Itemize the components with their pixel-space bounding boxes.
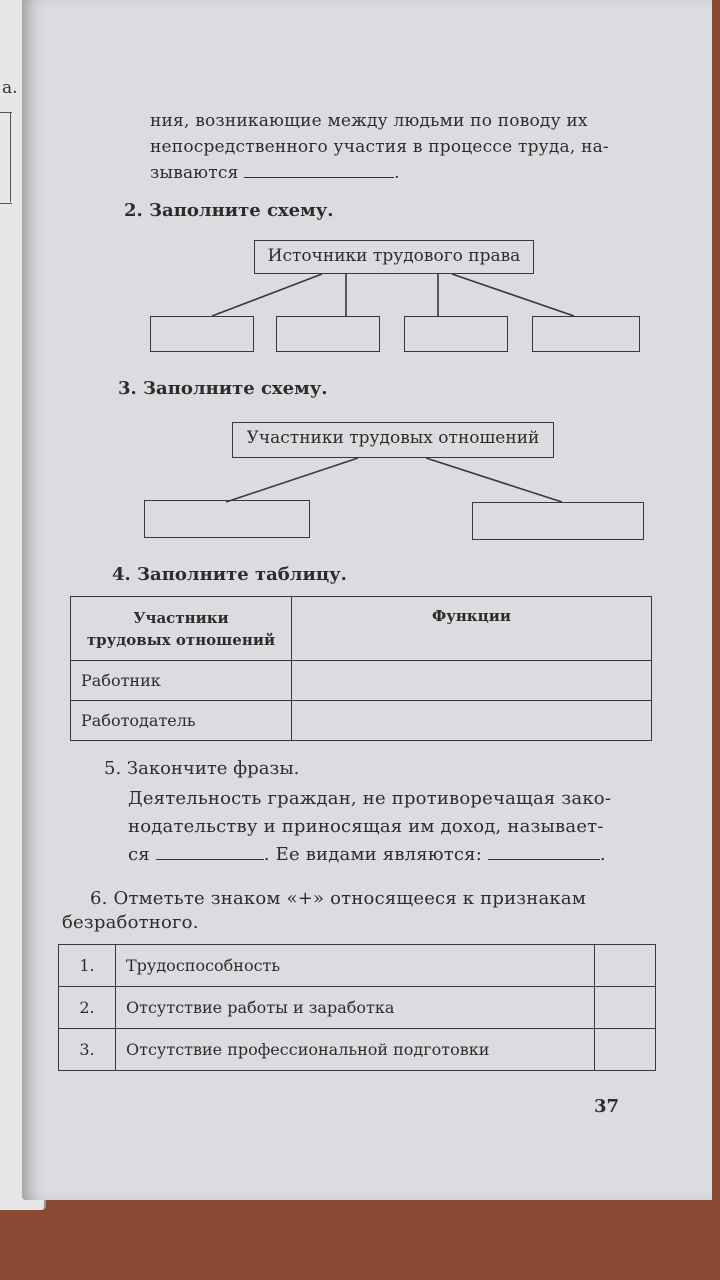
left-page-table-divider <box>10 112 11 202</box>
header-participants-line2: трудовых отношений <box>86 630 276 649</box>
task3-heading: 3. Заполните схему. <box>118 378 328 399</box>
intro-line-3: зываются . <box>150 160 400 186</box>
table-row-employee-functions[interactable] <box>291 660 652 701</box>
intro-line-3-end: . <box>394 163 400 183</box>
task5-line-3-mid: . Ее видами являются: <box>263 844 482 865</box>
row-2-mark-cell[interactable] <box>594 986 656 1029</box>
table-row-employee-label: Работник <box>70 660 292 701</box>
task4-heading: 4. Заполните таблицу. <box>112 564 347 585</box>
row-2-text: Отсутствие работы и заработка <box>115 986 595 1029</box>
unemployed-signs-table: 1. Трудоспособность 2. Отсутствие работы… <box>58 944 656 1071</box>
task5-line-3-start: ся <box>128 844 150 865</box>
header-participants-line1: Участники <box>133 608 229 627</box>
task2-answer-box-3[interactable] <box>404 316 508 352</box>
task3-answer-box-2[interactable] <box>472 502 644 540</box>
task5-line-2: нодательству и приносящая им доход, назы… <box>128 816 604 837</box>
table-row-employer-label: Работодатель <box>70 700 292 741</box>
sources-of-labor-law-box: Источники трудового права <box>254 240 534 274</box>
task2-answer-box-1[interactable] <box>150 316 254 352</box>
answer-blank-2[interactable] <box>155 843 264 860</box>
table-header-functions: Функции <box>291 596 652 661</box>
labor-relations-participants-box: Участники трудовых отношений <box>232 422 554 458</box>
table-row-employer-functions[interactable] <box>291 700 652 741</box>
functions-table: Участники трудовых отношений Функции Раб… <box>70 596 652 741</box>
task6-heading-line-2: безработного. <box>62 912 199 933</box>
row-1-mark-cell[interactable] <box>594 944 656 987</box>
left-page-fragment: а. <box>2 78 18 98</box>
intro-line-1: ния, возникающие между людьми по поводу … <box>150 111 588 131</box>
task5-line-3-end: . <box>599 844 606 865</box>
row-3-text: Отсутствие профессиональной подготовки <box>115 1028 595 1071</box>
task3-answer-box-1[interactable] <box>144 500 310 538</box>
intro-line-3-text: зываются <box>150 163 239 183</box>
task5-heading: 5. Закончите фразы. <box>104 758 300 779</box>
task2-answer-box-2[interactable] <box>276 316 380 352</box>
row-3-number: 3. <box>58 1028 116 1071</box>
task5-line-1: Деятельность граждан, не противоречащая … <box>128 788 612 809</box>
row-1-number: 1. <box>58 944 116 987</box>
task2-heading: 2. Заполните схему. <box>124 200 334 221</box>
intro-line-2: непосредственного участия в процессе тру… <box>150 137 609 157</box>
task5-line-3: ся . Ее видами являются: . <box>128 842 606 868</box>
answer-blank-1[interactable] <box>244 161 395 178</box>
table-header-participants: Участники трудовых отношений <box>70 596 292 661</box>
left-page-table-fragment <box>0 112 12 204</box>
textbook-page: ния, возникающие между людьми по поводу … <box>22 0 712 1200</box>
page-number: 37 <box>594 1096 620 1117</box>
task2-answer-box-4[interactable] <box>532 316 640 352</box>
answer-blank-3[interactable] <box>487 843 600 860</box>
task2-connector-lines <box>211 273 575 503</box>
row-3-mark-cell[interactable] <box>594 1028 656 1071</box>
row-1-text: Трудоспособность <box>115 944 595 987</box>
row-2-number: 2. <box>58 986 116 1029</box>
task6-heading-line-1: 6. Отметьте знаком «+» относящееся к при… <box>90 888 587 909</box>
